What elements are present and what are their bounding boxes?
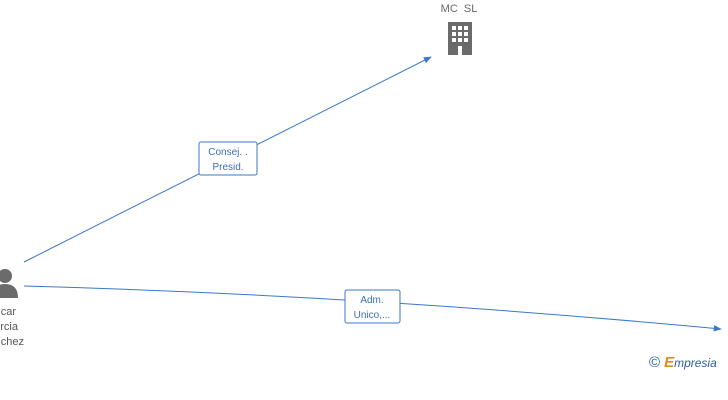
edge-label-administrador[interactable]: Adm. Unico,...	[344, 289, 401, 324]
empresia-watermark: © Empresia	[649, 352, 717, 372]
edge-label-line: Consej. .	[208, 147, 247, 158]
building-icon	[448, 22, 472, 55]
copyright-icon: ©	[649, 353, 661, 371]
brand-rest: mpresia	[674, 355, 717, 370]
person-name-line: chez	[1, 336, 24, 348]
company-node[interactable]: MC SL	[441, 3, 478, 55]
edge-label-line: Adm.	[360, 295, 383, 306]
edge-label-consejero[interactable]: Consej. . Presid.	[198, 141, 258, 176]
brand-name: Empresia	[664, 354, 717, 371]
person-node[interactable]: car rcia chez	[0, 269, 24, 348]
company-name: MC SL	[441, 3, 478, 15]
brand-initial: E	[664, 353, 675, 371]
person-icon	[0, 269, 18, 298]
person-name-line: rcia	[0, 321, 19, 333]
edge-label-line: Unico,...	[354, 310, 391, 321]
person-name-line: car	[1, 306, 17, 318]
edge-label-line: Presid.	[212, 162, 243, 173]
